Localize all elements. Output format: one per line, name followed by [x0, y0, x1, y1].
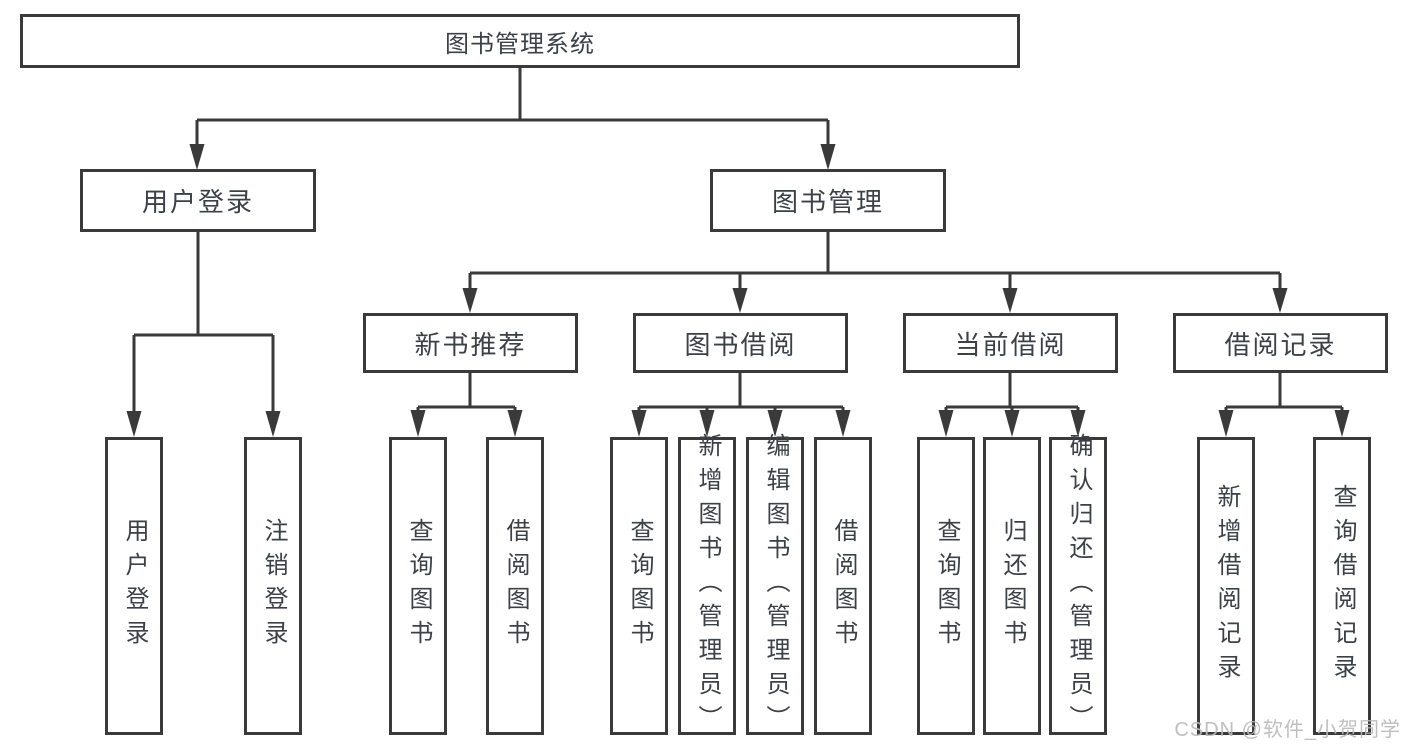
- node-label: 图书管理: [771, 187, 884, 217]
- node-book-management: 图书管理: [710, 169, 946, 232]
- node-label: 新增图书（管理员）: [694, 433, 721, 739]
- node-label: 归还图书: [999, 518, 1026, 654]
- node-label: 新书推荐: [414, 329, 527, 360]
- connector-borrow-records-to-leaves: [1224, 372, 1344, 415]
- leaf-borrow-books: 借阅图书: [814, 437, 872, 735]
- connector-current-borrow-to-leaves: [944, 372, 1080, 415]
- connector-root-to-level2: [195, 67, 830, 148]
- leaf-borrow-books-recommend: 借阅图书: [486, 437, 544, 735]
- node-label: 新增借阅记录: [1213, 484, 1240, 688]
- leaf-logout: 注销登录: [244, 437, 302, 735]
- node-label: 当前借阅: [954, 329, 1067, 360]
- node-label: 注销登录: [260, 518, 287, 654]
- connector-user-login-to-leaves: [132, 231, 275, 415]
- node-borrow-records: 借阅记录: [1173, 313, 1388, 373]
- arrowheads: [126, 144, 1350, 437]
- node-label: 查询图书: [626, 518, 653, 654]
- connector-book-management-to-level3: [468, 231, 1282, 291]
- node-label: 查询图书: [405, 518, 432, 654]
- leaf-add-book-admin: 新增图书（管理员）: [678, 433, 736, 739]
- node-label: 图书借阅: [684, 329, 797, 360]
- leaf-edit-book-admin: 编辑图书（管理员）: [746, 433, 804, 739]
- node-user-login: 用户登录: [80, 169, 316, 232]
- connector-book-borrow-to-leaves: [637, 372, 845, 415]
- node-label: 用户登录: [141, 187, 254, 217]
- leaf-return-book: 归还图书: [983, 437, 1041, 735]
- node-label: 借阅图书: [830, 518, 857, 654]
- node-label: 编辑图书（管理员）: [762, 433, 789, 739]
- connector-new-book-recommend-to-leaves: [416, 372, 517, 415]
- leaf-query-books-recommend: 查询图书: [389, 437, 447, 735]
- node-label: 确认归还（管理员）: [1065, 433, 1092, 739]
- node-label: 借阅记录: [1224, 329, 1337, 360]
- node-book-borrow: 图书借阅: [633, 313, 848, 373]
- leaf-add-borrow-record: 新增借阅记录: [1197, 437, 1255, 735]
- leaf-query-books-borrow: 查询图书: [610, 437, 668, 735]
- node-label: 查询借阅记录: [1329, 484, 1356, 688]
- node-current-borrow: 当前借阅: [903, 313, 1118, 373]
- node-library-management-system: 图书管理系统: [20, 14, 1020, 68]
- node-new-book-recommend: 新书推荐: [363, 313, 578, 373]
- node-label: 借阅图书: [502, 518, 529, 654]
- leaf-query-borrow-record: 查询借阅记录: [1313, 437, 1371, 735]
- node-label: 图书管理系统: [445, 30, 595, 58]
- node-label: 查询图书: [933, 518, 960, 654]
- leaf-confirm-return-admin: 确认归还（管理员）: [1049, 433, 1107, 739]
- leaf-user-login: 用户登录: [105, 437, 163, 735]
- node-label: 用户登录: [121, 518, 148, 654]
- leaf-query-books-current: 查询图书: [917, 437, 975, 735]
